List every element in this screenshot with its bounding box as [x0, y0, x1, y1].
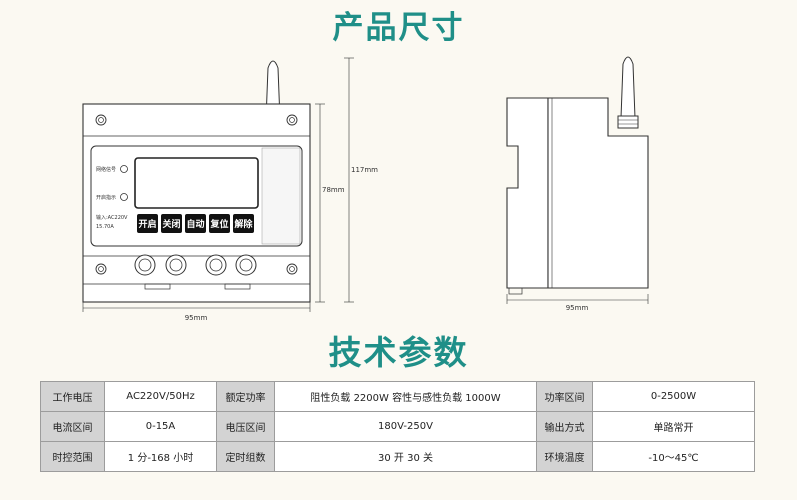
spec-header: 环境温度 [536, 441, 593, 472]
side-view: 95mm [506, 56, 649, 312]
panel-button-1-label: 开启 [138, 218, 156, 230]
spec-header: 工作电压 [40, 381, 105, 412]
spec-value: 30 开 30 关 [274, 441, 537, 472]
panel-button-3: 自动 [185, 214, 206, 233]
product-drawing: 网络信号 开启指示 输入:AC220V 15.70A 开启 关闭 自动 复位 解… [82, 56, 649, 322]
spec-header: 定时组数 [216, 441, 275, 472]
side-width-dimension: 95mm [566, 304, 589, 312]
spec-header: 输出方式 [536, 411, 593, 442]
panel-button-5: 解除 [233, 214, 254, 233]
spec-value: 180V-250V [274, 411, 537, 442]
front-width-dimension: 95mm [185, 314, 208, 322]
side-front-section [547, 97, 649, 289]
panel-button-2-label: 关闭 [162, 218, 180, 230]
spec-value: AC220V/50Hz [104, 381, 217, 412]
panel-button-4-label: 复位 [209, 218, 228, 230]
front-view: 网络信号 开启指示 输入:AC220V 15.70A 开启 关闭 自动 复位 解… [82, 57, 378, 322]
table-row: 电流区间 0-15A 电压区间 180V-250V 输出方式 单路常开 [40, 411, 755, 442]
spec-header: 时控范围 [40, 441, 105, 472]
indicator-label-power: 开启指示 [96, 194, 116, 201]
panel-button-4: 复位 [209, 214, 230, 233]
spec-header: 电压区间 [216, 411, 275, 442]
section-title-specs: 技术参数 [328, 333, 469, 372]
spec-header: 功率区间 [536, 381, 593, 412]
spec-table: 工作电压 AC220V/50Hz 额定功率 阻性负载 2200W 容性与感性负载… [40, 381, 755, 472]
spec-header: 额定功率 [216, 381, 275, 412]
spec-value: 1 分-168 小时 [104, 441, 217, 472]
side-rear-section [506, 97, 549, 289]
panel-button-3-label: 自动 [186, 218, 204, 230]
lcd-screen [134, 157, 259, 209]
signal-led-icon [120, 165, 128, 173]
spec-value: 0-15A [104, 411, 217, 442]
front-body-height-dimension: 78mm [322, 186, 345, 194]
spec-value: 阻性负载 2200W 容性与感性负载 1000W [274, 381, 537, 412]
front-total-height-dimension: 117mm [351, 166, 378, 174]
spec-value: 单路常开 [592, 411, 755, 442]
spec-value: 0-2500W [592, 381, 755, 412]
panel-button-2: 关闭 [161, 214, 182, 233]
panel-spec-input: 输入:AC220V [96, 214, 128, 221]
spec-header: 电流区间 [40, 411, 105, 442]
section-title-dimensions: 产品尺寸 [332, 10, 465, 46]
power-led-icon [120, 193, 128, 201]
panel-spec-current: 15.70A [96, 224, 114, 230]
table-row: 时控范围 1 分-168 小时 定时组数 30 开 30 关 环境温度 -10～… [40, 441, 755, 472]
terminal-icons [134, 254, 257, 276]
side-antenna-icon [620, 56, 636, 119]
panel-button-5-label: 解除 [234, 218, 253, 230]
spec-value: -10～45℃ [592, 441, 755, 472]
indicator-label-signal: 网络信号 [96, 166, 116, 173]
panel-button-1: 开启 [137, 214, 158, 233]
table-row: 工作电压 AC220V/50Hz 额定功率 阻性负载 2200W 容性与感性负载… [40, 381, 755, 412]
